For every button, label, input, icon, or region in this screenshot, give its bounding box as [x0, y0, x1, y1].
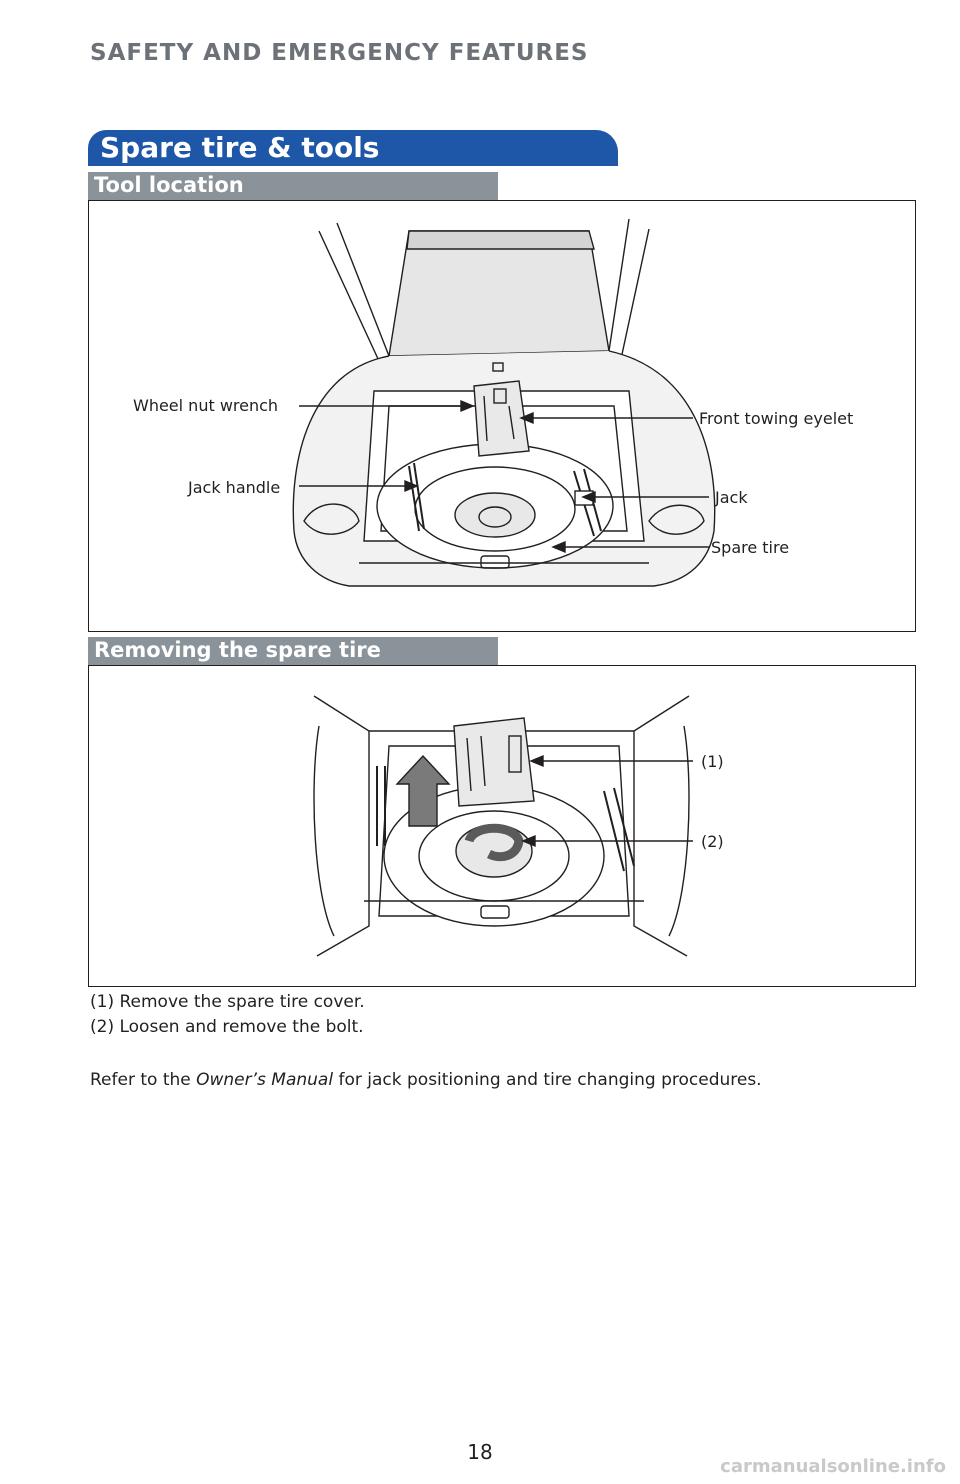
- tool-location-figure: Wheel nut wrench Jack handle Front towin…: [88, 200, 916, 632]
- step-2: (2) Loosen and remove the bolt.: [90, 1017, 364, 1037]
- callout-step2: (2): [701, 832, 724, 851]
- owners-manual-title: Owner’s Manual: [196, 1070, 334, 1090]
- callout-spare-tire: Spare tire: [711, 538, 790, 557]
- page-title: Spare tire & tools: [100, 131, 380, 164]
- step-1: (1) Remove the spare tire cover.: [90, 992, 365, 1012]
- callout-jack: Jack: [715, 488, 748, 507]
- owners-manual-note: Refer to the Owner’s Manual for jack pos…: [90, 1070, 762, 1090]
- callout-step1: (1): [701, 752, 724, 771]
- watermark: carmanualsonline.info: [720, 1456, 946, 1477]
- page-number: 18: [467, 1440, 493, 1464]
- note-prefix: Refer to the: [90, 1070, 197, 1090]
- title-banner: Spare tire & tools: [88, 130, 618, 166]
- spare-removal-illustration: [313, 695, 693, 957]
- callout-front-towing-eyelet: Front towing eyelet: [699, 409, 854, 428]
- section-header: SAFETY AND EMERGENCY FEATURES: [90, 40, 589, 66]
- trunk-illustration: [292, 218, 716, 587]
- steps-list: (1) Remove the spare tire cover. (2) Loo…: [90, 990, 365, 1040]
- tool-location-heading: Tool location: [94, 173, 244, 197]
- tool-location-heading-bar: Tool location: [88, 172, 498, 200]
- removing-heading-bar: Removing the spare tire: [88, 637, 498, 665]
- callout-wheel-nut-wrench: Wheel nut wrench: [133, 396, 279, 415]
- removing-heading: Removing the spare tire: [94, 638, 381, 662]
- callout-jack-handle: Jack handle: [188, 478, 281, 497]
- removing-figure: (1) (2): [88, 665, 916, 987]
- note-suffix: for jack positioning and tire changing p…: [333, 1070, 762, 1090]
